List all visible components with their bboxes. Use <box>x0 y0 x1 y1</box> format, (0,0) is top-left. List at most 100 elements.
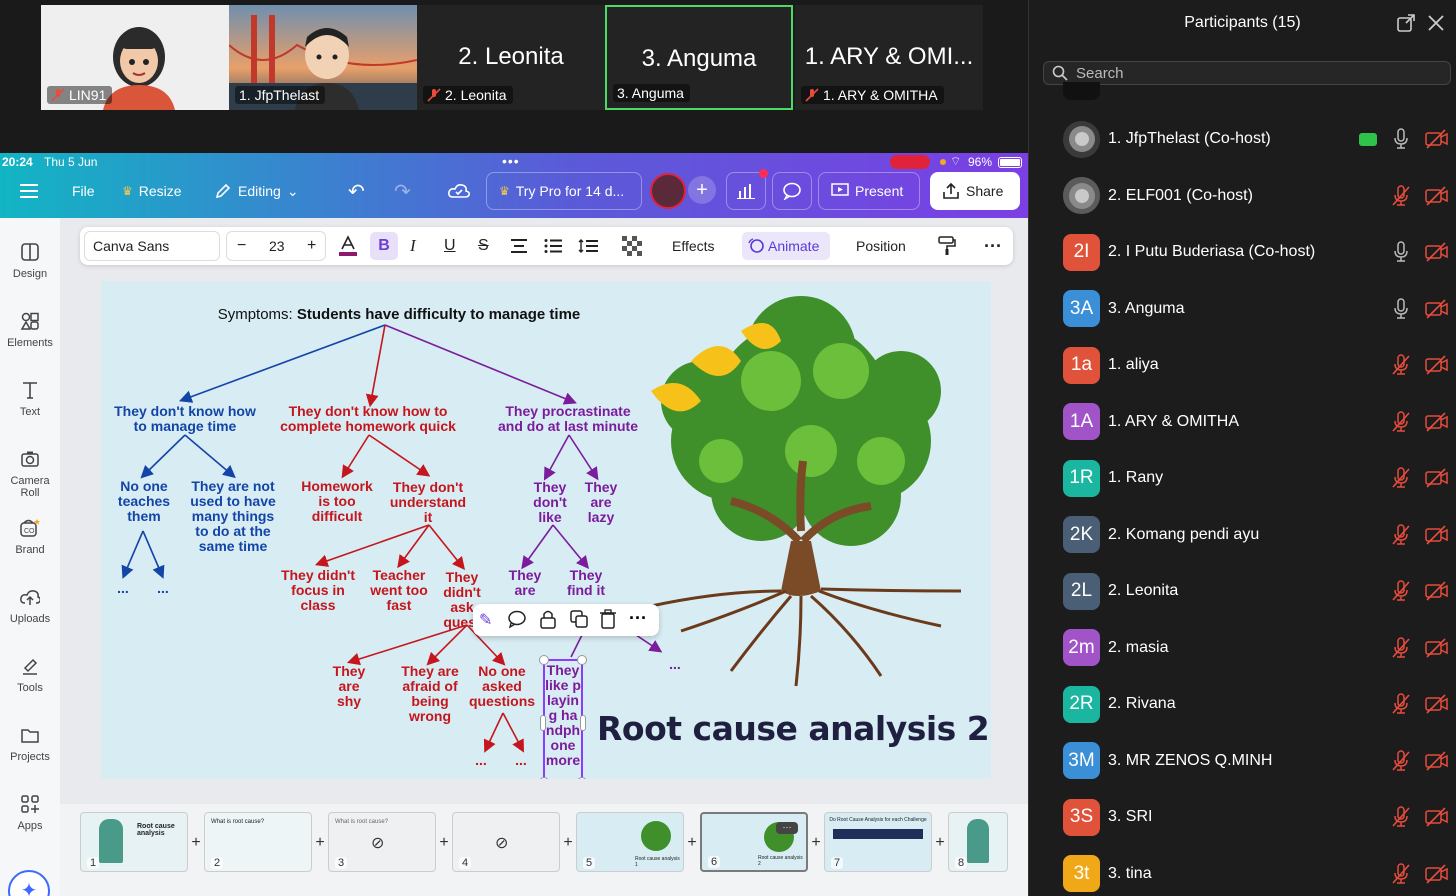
more-options-icon[interactable]: ··· <box>984 235 1002 256</box>
participant-row[interactable]: 2. ELF001 (Co-host) <box>1029 168 1456 224</box>
text-align-button[interactable] <box>510 227 528 265</box>
strikethrough-button[interactable]: S <box>478 237 489 254</box>
add-collaborator-button[interactable]: + <box>688 176 716 204</box>
rail-apps[interactable]: Apps <box>0 794 60 832</box>
list-button[interactable] <box>544 227 562 265</box>
participant-row[interactable]: 1. JfpThelast (Co-host) <box>1029 111 1456 167</box>
comment-button[interactable] <box>772 172 812 210</box>
multitask-dots-icon[interactable]: ••• <box>502 153 520 169</box>
cause-node-blue-1a[interactable]: No one teaches them <box>117 478 171 524</box>
more-options-icon[interactable]: ··· <box>629 608 647 628</box>
video-off-icon[interactable] <box>1425 524 1449 545</box>
add-page-button[interactable]: + <box>439 834 449 851</box>
rail-camera-roll[interactable]: Camera Roll <box>0 449 60 499</box>
undo-button[interactable]: ↶ <box>348 180 365 203</box>
cloud-saved-icon[interactable] <box>448 171 470 211</box>
mic-off-icon[interactable] <box>1391 636 1411 659</box>
magic-edit-icon[interactable]: ✎ <box>479 612 493 629</box>
redo-button[interactable]: ↷ <box>394 180 411 203</box>
insights-chart-button[interactable] <box>726 172 766 210</box>
magic-sparkle-button[interactable]: ✦ <box>8 870 50 896</box>
mic-off-icon[interactable] <box>1391 410 1411 433</box>
ellipsis-node[interactable]: ... <box>117 580 129 596</box>
video-off-icon[interactable] <box>1425 863 1449 884</box>
try-pro-button[interactable]: ♛ Try Pro for 14 d... <box>486 172 642 210</box>
add-page-button[interactable]: + <box>811 834 821 851</box>
video-tile-lin91[interactable]: LIN91 <box>41 5 229 110</box>
page-thumbnail-3-hidden[interactable]: What is root cause? ⊘ 3 <box>328 812 436 872</box>
resize-handle[interactable] <box>539 777 549 779</box>
transparency-button[interactable] <box>622 227 642 265</box>
copy-style-button[interactable] <box>938 227 956 265</box>
mic-off-icon[interactable] <box>1391 862 1411 885</box>
font-family-dropdown[interactable]: Canva Sans <box>84 231 220 261</box>
lock-icon[interactable] <box>539 609 557 634</box>
cause-node-purple-1a[interactable]: They don't like <box>533 479 567 525</box>
popout-icon[interactable] <box>1397 14 1415 32</box>
font-size-value[interactable]: 23 <box>269 238 285 254</box>
rail-tools[interactable]: Tools <box>0 656 60 694</box>
menu-hamburger-icon[interactable] <box>20 171 38 211</box>
add-page-button[interactable]: + <box>191 834 201 851</box>
mic-off-icon[interactable] <box>1391 184 1411 207</box>
video-off-icon[interactable] <box>1425 468 1449 488</box>
mic-off-icon[interactable] <box>1391 467 1411 489</box>
video-off-icon[interactable] <box>1425 129 1449 149</box>
cause-node-purple-2a[interactable]: They are <box>508 568 542 598</box>
mic-off-icon[interactable] <box>1391 749 1411 772</box>
page-thumbnail-5[interactable]: Root cause analysis 1 5 <box>576 812 684 872</box>
mic-off-icon[interactable] <box>1391 806 1411 828</box>
rail-elements[interactable]: Elements <box>0 311 60 349</box>
slide-canvas[interactable]: Symptoms: Students have difficulty to ma… <box>101 281 991 779</box>
ellipsis-node[interactable]: ... <box>515 752 527 768</box>
page-thumbnail-1[interactable]: Root cause analysis 1 <box>80 812 188 872</box>
video-tile-jfpthelast[interactable]: 1. JfpThelast <box>229 5 417 110</box>
video-tile-anguma-active-speaker[interactable]: 3. Anguma 3. Anguma <box>605 5 793 110</box>
mic-off-icon[interactable] <box>1391 354 1411 376</box>
cause-node-red-2c[interactable]: They didn't ask quest <box>443 569 481 630</box>
video-off-icon[interactable] <box>1425 637 1449 658</box>
close-icon[interactable] <box>1427 14 1445 32</box>
mic-off-icon[interactable] <box>1391 580 1411 602</box>
video-tile-ary-omitha[interactable]: 1. ARY & OMI... 1. ARY & OMITHA <box>795 5 983 110</box>
cause-node-red-1[interactable]: They don't know how to complete homework… <box>280 403 456 434</box>
cause-node-purple-1b[interactable]: They are lazy <box>584 479 618 525</box>
mic-icon[interactable] <box>1391 297 1411 320</box>
cause-node-red-3c[interactable]: No one asked questions <box>468 663 536 709</box>
editing-mode-dropdown[interactable]: Editing ⌄ <box>214 171 299 211</box>
trash-icon[interactable] <box>599 609 617 634</box>
user-avatar[interactable] <box>650 171 686 211</box>
ellipsis-node[interactable]: ... <box>475 752 487 768</box>
page-thumbnail-4-hidden[interactable]: ⊘ 4 <box>452 812 560 872</box>
page-thumbnail-6-current[interactable]: ··· Root cause analysis 2 6 <box>700 812 808 872</box>
italic-button[interactable]: I <box>410 236 416 255</box>
bold-button[interactable]: B <box>370 232 398 260</box>
effects-button[interactable]: Effects <box>672 238 715 254</box>
rail-text[interactable]: Text <box>0 380 60 418</box>
resize-handle[interactable] <box>577 655 587 665</box>
resize-handle[interactable] <box>580 715 586 731</box>
symptom-heading[interactable]: Symptoms: Students have difficulty to ma… <box>217 306 581 323</box>
resize-button[interactable]: ♛ Resize <box>122 183 182 199</box>
share-button[interactable]: Share <box>930 172 1020 210</box>
add-page-button[interactable]: + <box>687 834 697 851</box>
video-off-icon[interactable] <box>1425 807 1449 827</box>
cause-node-blue-1[interactable]: They don't know how to manage time <box>114 403 256 434</box>
cause-node-red-1b[interactable]: They don't understand it <box>389 479 467 525</box>
cause-node-red-2a[interactable]: They didn't focus in class <box>280 567 356 613</box>
cause-node-red-2b[interactable]: Teacher went too fast <box>370 567 428 613</box>
add-comment-icon[interactable] <box>507 609 527 634</box>
mic-icon[interactable] <box>1391 241 1411 263</box>
mic-off-icon[interactable] <box>1391 693 1411 715</box>
